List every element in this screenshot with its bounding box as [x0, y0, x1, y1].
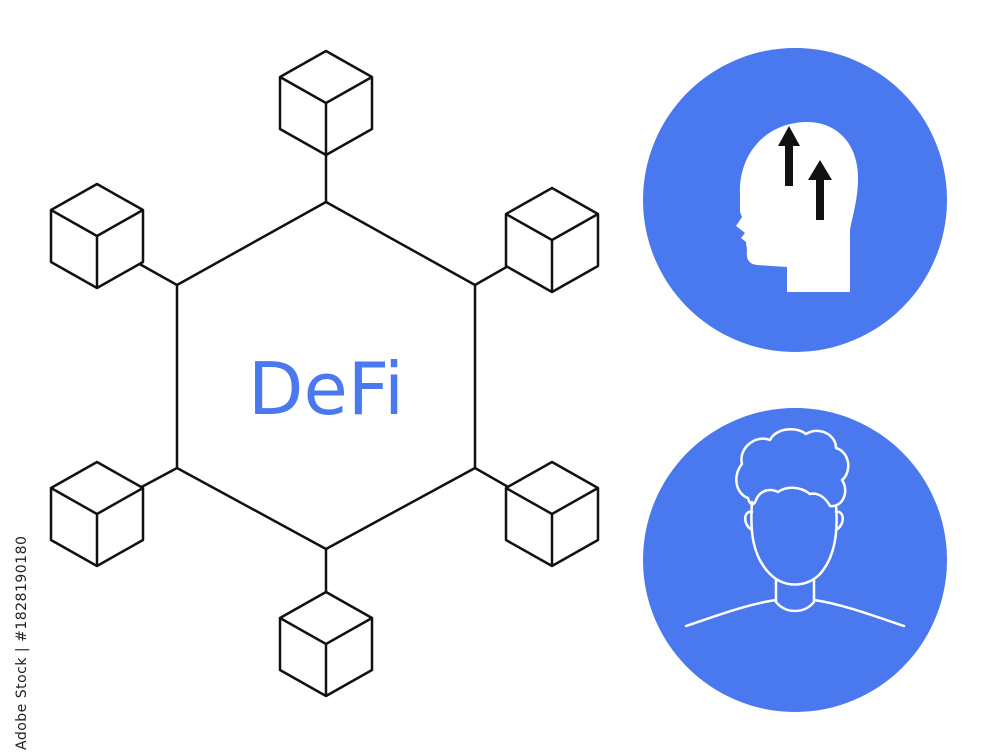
cube-icon-bottom: [278, 590, 374, 698]
defi-hub-hexagon: [175, 200, 477, 551]
stock-image-id: Adobe Stock | #1828190180: [14, 535, 30, 750]
cube-icon-lower-right: [504, 460, 600, 568]
cube-icon-top: [278, 49, 374, 157]
cube-icon-upper-right: [504, 186, 600, 294]
hub-connectors: [135, 155, 511, 596]
growth-mindset-badge: [643, 48, 947, 352]
defi-hub-label: DeFi: [248, 347, 404, 431]
person-avatar-icon: [684, 427, 906, 628]
user-avatar-badge: [643, 408, 947, 712]
head-with-up-arrows-icon: [736, 121, 858, 293]
cube-icon-upper-left: [49, 182, 145, 290]
cube-icon-lower-left: [49, 460, 145, 568]
